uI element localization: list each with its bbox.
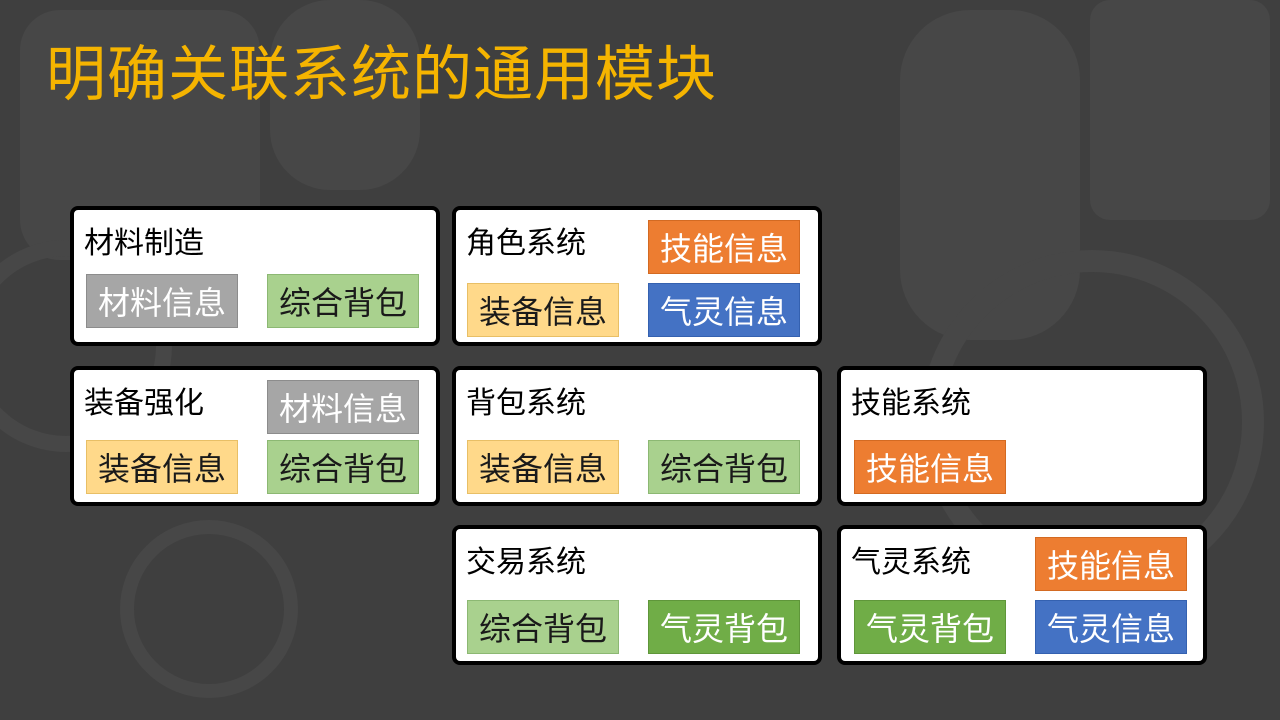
card-label: 技能系统 xyxy=(851,386,971,421)
tag-skill-info: 技能信息 xyxy=(1035,537,1187,591)
tag-skill-info: 技能信息 xyxy=(648,220,800,274)
tag-general-backpack: 综合背包 xyxy=(648,440,800,494)
tag-equipment-info: 装备信息 xyxy=(86,440,238,494)
card-label: 装备强化 xyxy=(84,386,204,421)
tag-spirit-info: 气灵信息 xyxy=(1035,600,1187,654)
card-equipment-enhance: 装备强化 材料信息 装备信息 综合背包 xyxy=(70,366,440,506)
tag-skill-info: 技能信息 xyxy=(854,440,1006,494)
tag-general-backpack: 综合背包 xyxy=(267,440,419,494)
tag-spirit-backpack: 气灵背包 xyxy=(854,600,1006,654)
tag-material-info: 材料信息 xyxy=(86,274,238,328)
card-label: 材料制造 xyxy=(84,226,204,261)
card-backpack-system: 背包系统 装备信息 综合背包 xyxy=(452,366,822,506)
tag-equipment-info: 装备信息 xyxy=(467,283,619,337)
tag-spirit-info: 气灵信息 xyxy=(648,283,800,337)
tag-general-backpack: 综合背包 xyxy=(267,274,419,328)
page-title: 明确关联系统的通用模块 xyxy=(46,40,717,110)
card-label: 角色系统 xyxy=(466,226,586,261)
card-label: 气灵系统 xyxy=(851,545,971,580)
tag-spirit-backpack: 气灵背包 xyxy=(648,600,800,654)
tag-equipment-info: 装备信息 xyxy=(467,440,619,494)
card-trade-system: 交易系统 综合背包 气灵背包 xyxy=(452,525,822,665)
card-label: 背包系统 xyxy=(466,386,586,421)
card-character-system: 角色系统 技能信息 装备信息 气灵信息 xyxy=(452,206,822,346)
card-label: 交易系统 xyxy=(466,545,586,580)
tag-material-info: 材料信息 xyxy=(267,380,419,434)
card-material-craft: 材料制造 材料信息 综合背包 xyxy=(70,206,440,346)
card-skill-system: 技能系统 技能信息 xyxy=(837,366,1207,506)
card-spirit-system: 气灵系统 技能信息 气灵背包 气灵信息 xyxy=(837,525,1207,665)
tag-general-backpack: 综合背包 xyxy=(467,600,619,654)
